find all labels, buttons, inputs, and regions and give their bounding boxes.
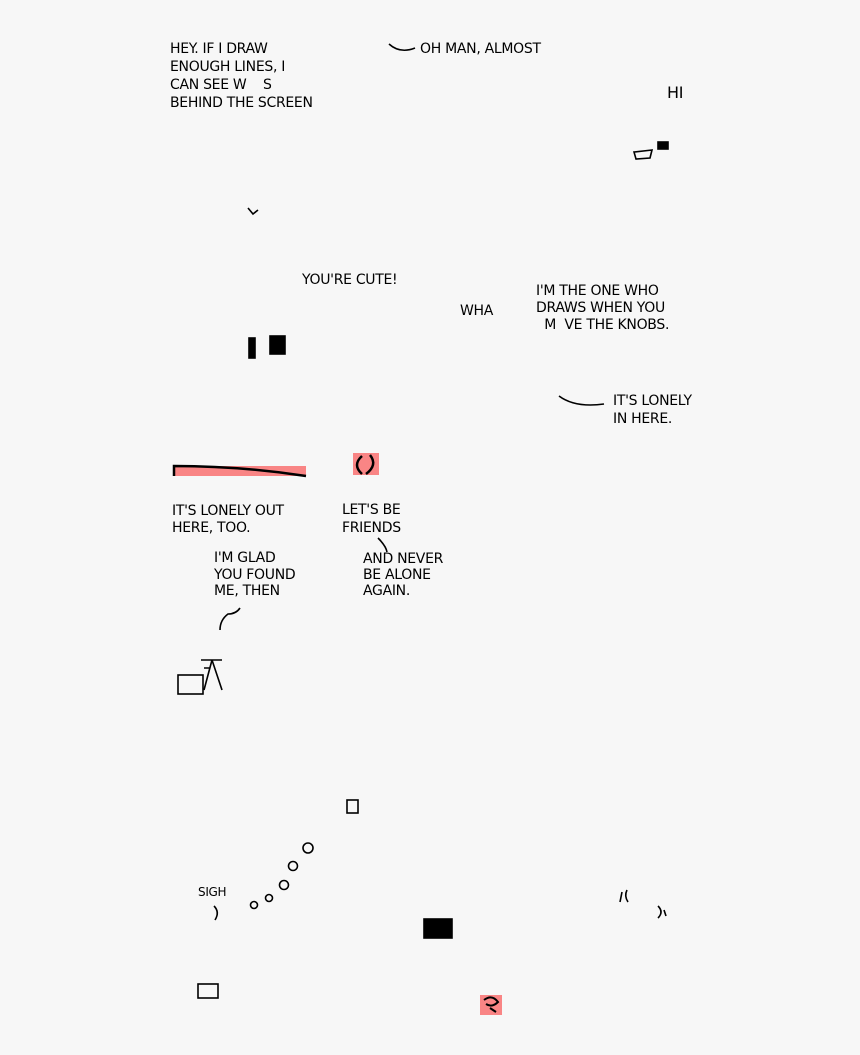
pink-square-1	[353, 453, 379, 475]
doodle-hatch-2	[248, 337, 256, 359]
speech-hi: HI	[667, 83, 684, 102]
speech-oh-man: OH MAN, ALMOST	[420, 41, 541, 57]
bubble	[287, 860, 299, 872]
bubble	[302, 842, 314, 854]
doodle-box-3	[197, 983, 219, 999]
speech-line-friends	[377, 537, 388, 553]
doodle-sound-1	[619, 889, 629, 903]
bubble	[264, 893, 274, 903]
speech-wha: WHA	[460, 303, 494, 319]
speech-never-alone: AND NEVER BE ALONE AGAIN.	[363, 551, 444, 599]
doodle-mark	[247, 207, 259, 216]
speech-line-glad	[219, 607, 241, 631]
bubble	[278, 879, 290, 891]
doodle-envelope	[632, 149, 654, 160]
doodle-figure	[201, 659, 223, 691]
speech-youre-cute: YOU'RE CUTE!	[302, 272, 398, 288]
speech-glad: I'M GLAD YOU FOUND ME, THEN	[214, 550, 296, 599]
doodle-box-2	[346, 799, 359, 814]
speech-line-lonely	[558, 395, 605, 406]
speech-line-sigh	[213, 905, 219, 921]
speech-line-oh-man	[388, 43, 416, 52]
doodle-box-1	[177, 674, 204, 695]
doodle-hatch-3	[269, 335, 286, 355]
speech-lonely-in: IT'S LONELY IN HERE.	[613, 393, 692, 427]
pink-square-2	[480, 995, 502, 1015]
speech-lets-be-friends: LET'S BE FRIENDS	[342, 502, 401, 536]
speech-sigh: SIGH	[198, 885, 227, 899]
speech-hey: HEY. IF I DRAW ENOUGH LINES, I CAN SEE W…	[170, 41, 313, 111]
speech-lonely-out: IT'S LONELY OUT HERE, TOO.	[172, 503, 284, 536]
doodle-hatch-4	[423, 918, 453, 939]
speech-knobs: I'M THE ONE WHO DRAWS WHEN YOU M VE THE …	[536, 283, 670, 333]
doodle-sound-2	[657, 905, 667, 919]
bubble	[249, 900, 259, 910]
doodle-hatch-1	[657, 141, 669, 150]
pink-bar	[174, 466, 306, 476]
